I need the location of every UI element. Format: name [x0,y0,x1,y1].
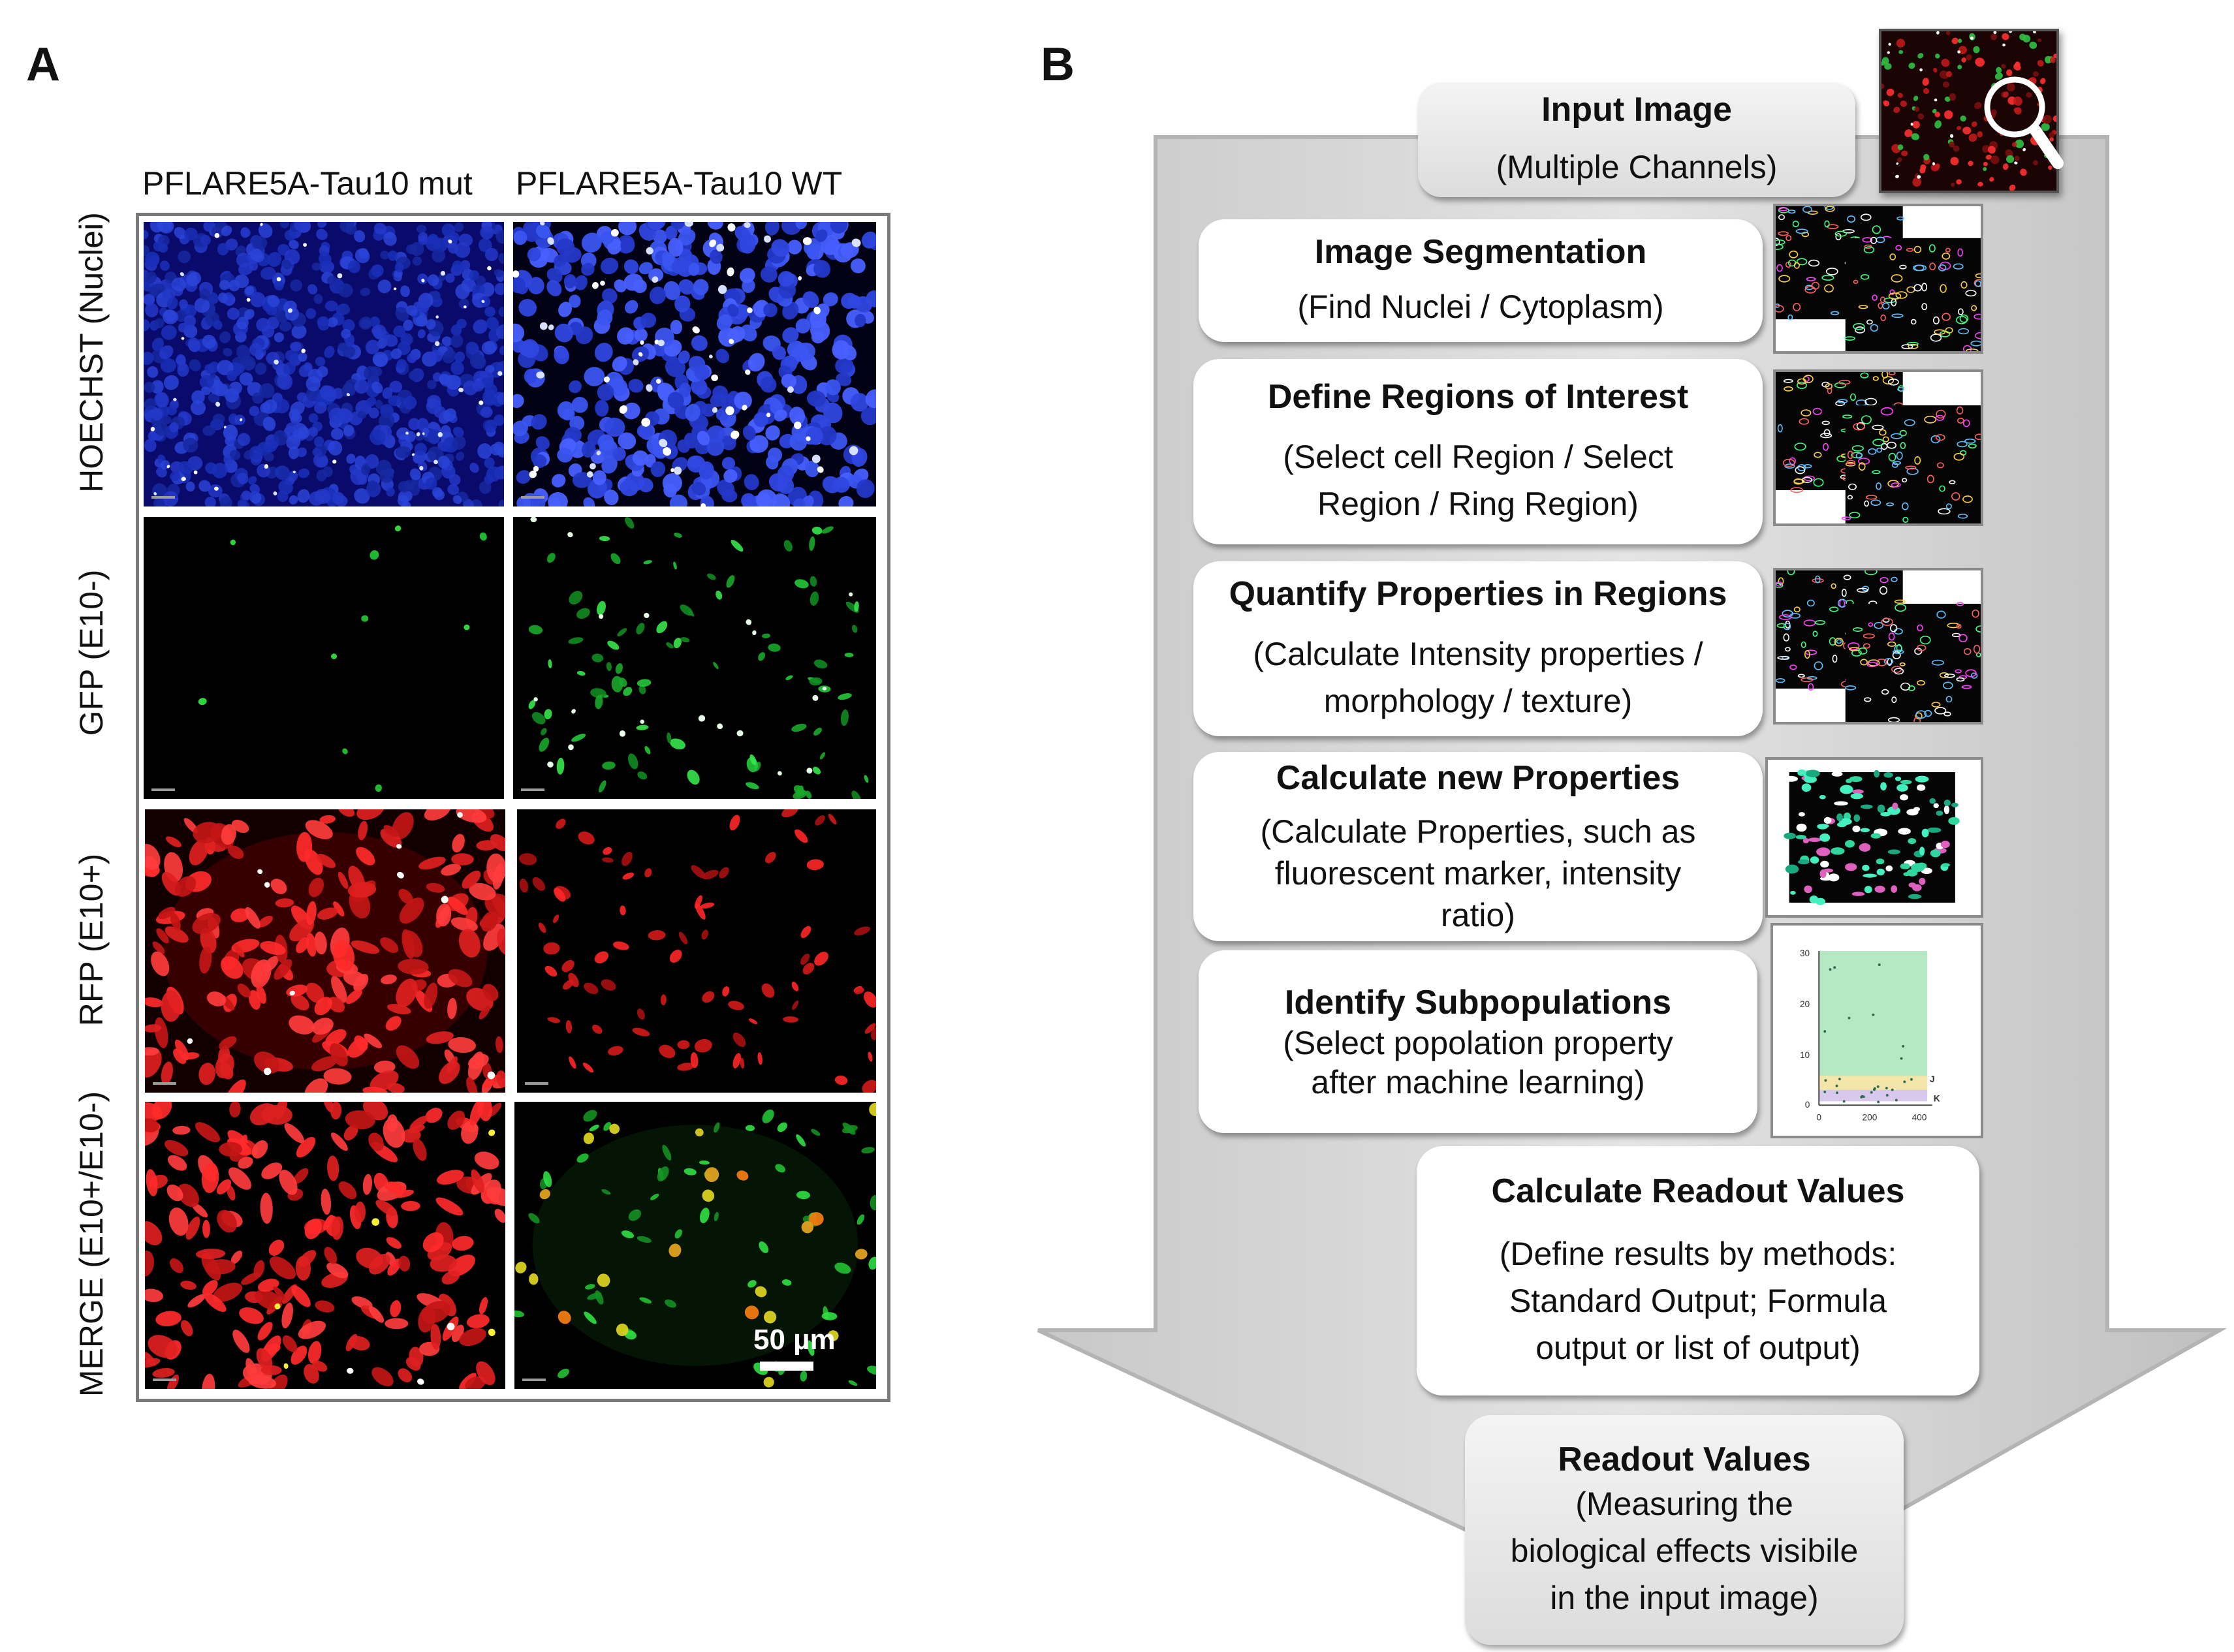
scatter-x-tick: 200 [1863,1113,1878,1123]
micrograph-merge-mut [145,1102,505,1389]
step-desc: (Calculate Intensity properties / [1253,636,1703,672]
subpopulation-scatter-thumbnail: 30 20 10 0 0 200 400 J K [1770,923,1983,1138]
gate-label: J [1930,1074,1935,1084]
step-title: Define Regions of Interest [1267,378,1689,416]
step-desc: (Measuring the [1575,1486,1793,1522]
step-desc: (Define results by methods: [1499,1236,1897,1272]
panel-b-letter: B [1041,39,1075,91]
row-label-hoechst: HOECHST (Nuclei) [73,212,110,493]
gate-label: K [1934,1093,1940,1103]
step-desc: output or list of output) [1535,1330,1861,1366]
column-header-wt: PFLARE5A-Tau10 WT [516,165,843,202]
micrograph-merge-wt [514,1102,876,1389]
regions-thumbnail [1773,369,1983,526]
tiny-scale-mark [522,1379,546,1381]
tiny-scale-mark [525,1082,548,1085]
input-image-desc: (Multiple Channels) [1496,149,1778,185]
row-label-rfp: RFP (E10+) [73,853,110,1027]
step-quantify-properties: Quantify Properties in Regions (Calculat… [1193,561,1763,736]
column-header-mut: PFLARE5A-Tau10 mut [142,165,473,202]
tiny-scale-mark [521,496,544,499]
micrograph-gfp-mut [144,517,504,799]
tiny-scale-mark [153,1379,176,1381]
step-identify-subpopulations: Identify Subpopulations (Select popolati… [1199,950,1757,1133]
step-calculate-readout: Calculate Readout Values (Define results… [1417,1146,1979,1395]
step-desc: after machine learning) [1311,1064,1645,1100]
calculate-thumbnail [1765,757,1983,918]
step-desc: in the input image) [1550,1580,1819,1616]
micrograph-gfp-wt [513,517,876,799]
step-title: Calculate Readout Values [1491,1172,1905,1210]
step-title: Identify Subpopulations [1284,984,1672,1021]
step-define-regions: Define Regions of Interest (Select cell … [1193,359,1763,544]
step-desc: morphology / texture) [1323,683,1633,719]
scatter-y-tick: 10 [1800,1050,1810,1060]
scatter-x-tick: 400 [1912,1113,1927,1123]
micrograph-rfp-mut [145,809,505,1093]
scatter-x-tick: 0 [1816,1113,1821,1123]
segmentation-thumbnail [1773,204,1983,354]
step-desc: biological effects visibile [1510,1533,1859,1569]
step-desc: (Select cell Region / Select [1283,439,1673,475]
step-desc: (Calculate Properties, such as [1260,813,1696,850]
micrograph-hoechst-mut [144,222,504,507]
row-label-merge: MERGE (E10+/E10-) [73,1091,110,1397]
input-image-box: Input Image (Multiple Channels) [1418,82,1855,197]
step-image-segmentation: Image Segmentation (Find Nuclei / Cytopl… [1199,219,1763,342]
tiny-scale-mark [151,496,175,499]
tiny-scale-mark [153,1082,176,1085]
tiny-scale-mark [521,788,544,791]
quantify-thumbnail [1773,568,1983,725]
step-calculate-new-properties: Calculate new Properties (Calculate Prop… [1193,752,1763,941]
scatter-y-tick: 0 [1805,1100,1810,1110]
scatter-y-tick: 20 [1800,999,1810,1009]
step-desc: fluorescent marker, intensity [1274,855,1682,892]
step-desc: Standard Output; Formula [1509,1283,1887,1319]
micrograph-rfp-wt [517,809,876,1093]
step-title: Readout Values [1558,1441,1811,1478]
magnifier-icon [1984,76,2064,169]
readout-values-box: Readout Values (Measuring the biological… [1465,1415,1904,1645]
step-title: Quantify Properties in Regions [1229,575,1727,613]
step-title: Image Segmentation [1314,233,1647,271]
scale-bar-label: 50 µm [753,1324,836,1356]
step-desc: (Select popolation property [1283,1025,1673,1061]
row-label-gfp: GFP (E10-) [73,569,110,736]
scale-bar [760,1362,813,1371]
tiny-scale-mark [151,788,175,791]
scatter-y-tick: 30 [1800,948,1810,958]
step-desc: Region / Ring Region) [1317,486,1639,522]
input-image-title: Input Image [1541,91,1732,129]
panel-a-letter: A [26,39,60,91]
step-desc: ratio) [1441,897,1515,933]
step-desc: (Find Nuclei / Cytoplasm) [1297,288,1664,325]
step-title: Calculate new Properties [1276,759,1680,797]
micrograph-hoechst-wt [513,222,876,507]
input-image-thumbnail [1879,29,2059,193]
